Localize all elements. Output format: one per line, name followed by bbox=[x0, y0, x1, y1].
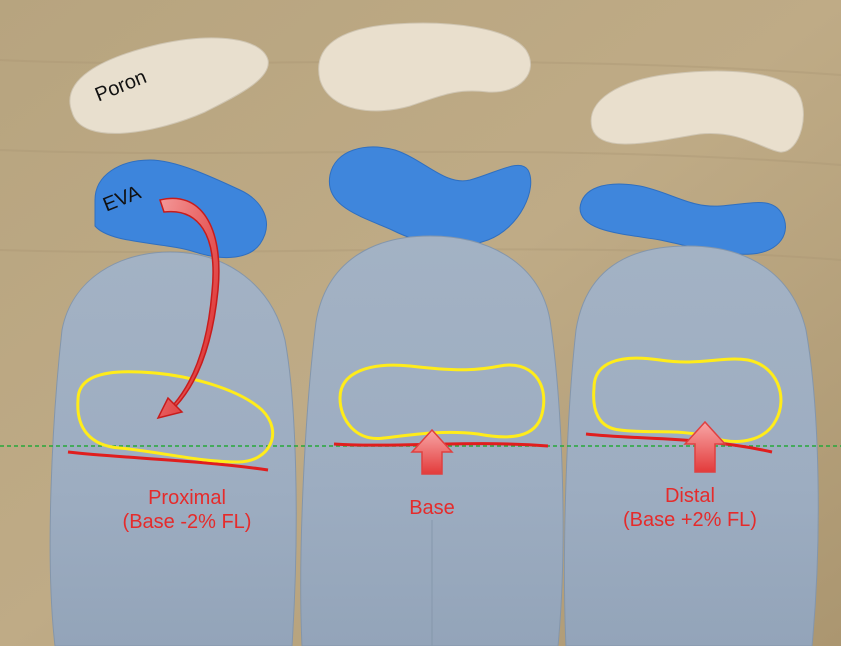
insole-left bbox=[50, 252, 296, 646]
proximal-title: Proximal bbox=[112, 486, 262, 510]
distal-label: Distal (Base +2% FL) bbox=[600, 484, 780, 532]
proximal-label: Proximal (Base -2% FL) bbox=[112, 486, 262, 534]
distal-subtitle: (Base +2% FL) bbox=[600, 508, 780, 532]
proximal-subtitle: (Base -2% FL) bbox=[112, 510, 262, 534]
base-label: Base bbox=[392, 496, 472, 520]
distal-title: Distal bbox=[600, 484, 780, 508]
